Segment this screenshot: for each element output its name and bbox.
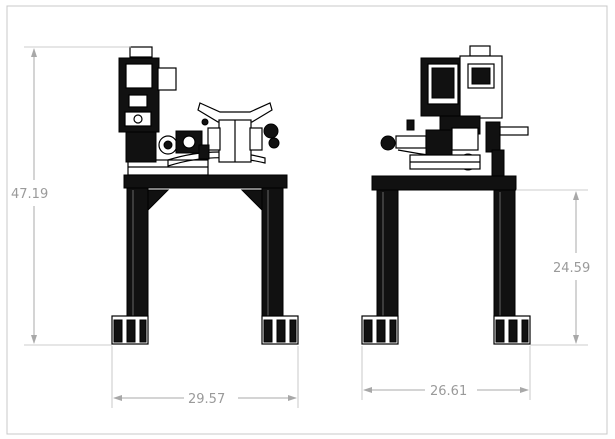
sheet-border [6,5,608,435]
dimension-left-height: 47.19 [11,46,131,346]
dimension-left-width: 29.57 [111,346,299,408]
dim-label-left-height: 47.19 [11,187,48,202]
dimension-right-width: 26.61 [361,346,531,400]
side-view [361,45,531,345]
dimension-right-height: 24.59 [516,189,590,346]
front-view [111,46,299,345]
dim-label-right-height: 24.59 [553,261,590,276]
dim-label-left-width: 29.57 [188,392,225,407]
dim-label-right-width: 26.61 [430,384,467,399]
